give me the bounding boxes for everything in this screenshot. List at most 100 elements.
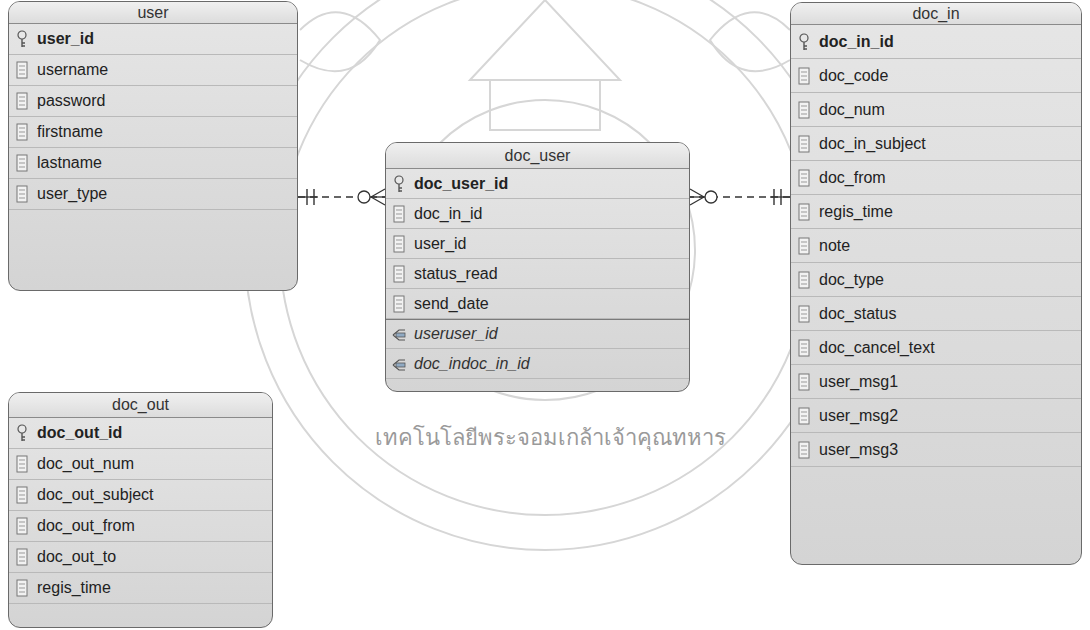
field-row: note bbox=[791, 229, 1081, 263]
field-icon bbox=[15, 92, 29, 110]
field-row: doc_in_id bbox=[791, 25, 1081, 59]
field-row: doc_status bbox=[791, 297, 1081, 331]
field-row: doc_type bbox=[791, 263, 1081, 297]
field-icon bbox=[15, 123, 29, 141]
field-name: doc_cancel_text bbox=[819, 339, 935, 357]
field-icon bbox=[797, 135, 811, 153]
field-row: doc_indoc_in_id bbox=[386, 349, 689, 379]
field-row: user_id bbox=[386, 229, 689, 259]
field-icon bbox=[15, 548, 29, 566]
field-name: doc_status bbox=[819, 305, 896, 323]
field-row: doc_out_subject bbox=[9, 480, 272, 511]
field-icon bbox=[797, 271, 811, 289]
field-name: doc_code bbox=[819, 67, 888, 85]
field-name: doc_in_id bbox=[414, 205, 483, 223]
field-icon bbox=[15, 486, 29, 504]
table-header: doc_user bbox=[386, 143, 689, 169]
field-icon bbox=[797, 373, 811, 391]
field-icon bbox=[797, 339, 811, 357]
field-row: doc_out_from bbox=[9, 511, 272, 542]
field-icon bbox=[797, 237, 811, 255]
field-row: lastname bbox=[9, 148, 297, 179]
field-icon bbox=[15, 579, 29, 597]
primary-key: doc_out_id bbox=[37, 424, 122, 442]
key-icon bbox=[15, 30, 29, 48]
table-name: user bbox=[137, 4, 168, 22]
field-row: regis_time bbox=[791, 195, 1081, 229]
relationship-line bbox=[298, 189, 385, 205]
field-name: user_msg1 bbox=[819, 373, 898, 391]
key-icon bbox=[392, 175, 406, 193]
field-icon bbox=[797, 407, 811, 425]
field-icon bbox=[797, 169, 811, 187]
field-row: doc_num bbox=[791, 93, 1081, 127]
table-header: doc_out bbox=[9, 393, 272, 418]
table-name: doc_out bbox=[112, 396, 169, 414]
field-icon bbox=[797, 101, 811, 119]
field-icon bbox=[392, 295, 406, 313]
field-icon bbox=[15, 185, 29, 203]
table-header: doc_in bbox=[791, 3, 1081, 25]
field-row: user_id bbox=[9, 24, 297, 55]
field-row: doc_in_subject bbox=[791, 127, 1081, 161]
fk-icon bbox=[392, 355, 406, 373]
field-icon bbox=[797, 305, 811, 323]
field-row: doc_user_id bbox=[386, 169, 689, 199]
field-name: regis_time bbox=[37, 579, 111, 597]
entity-table: doc_in doc_in_id doc_code doc_num doc_in_sub… bbox=[790, 2, 1082, 565]
field-icon bbox=[15, 154, 29, 172]
primary-key: user_id bbox=[37, 30, 94, 48]
field-name: password bbox=[37, 92, 105, 110]
field-name: regis_time bbox=[819, 203, 893, 221]
field-icon bbox=[392, 205, 406, 223]
field-name: note bbox=[819, 237, 850, 255]
field-row: user_msg1 bbox=[791, 365, 1081, 399]
table-name: doc_user bbox=[505, 147, 571, 165]
field-name: send_date bbox=[414, 295, 489, 313]
field-name: status_read bbox=[414, 265, 498, 283]
field-icon bbox=[797, 203, 811, 221]
field-row: status_read bbox=[386, 259, 689, 289]
field-name: user_msg2 bbox=[819, 407, 898, 425]
field-name: doc_out_subject bbox=[37, 486, 154, 504]
field-row: doc_code bbox=[791, 59, 1081, 93]
field-name: lastname bbox=[37, 154, 102, 172]
field-name: doc_out_from bbox=[37, 517, 135, 535]
field-row: user_type bbox=[9, 179, 297, 210]
field-row: doc_cancel_text bbox=[791, 331, 1081, 365]
field-row: user_msg2 bbox=[791, 399, 1081, 433]
table-name: doc_in bbox=[912, 5, 959, 23]
field-icon bbox=[15, 517, 29, 535]
field-row: doc_out_num bbox=[9, 449, 272, 480]
field-icon bbox=[392, 265, 406, 283]
primary-key: doc_in_id bbox=[819, 33, 894, 51]
field-row: useruser_id bbox=[386, 319, 689, 349]
field-icon bbox=[797, 441, 811, 459]
entity-table: doc_out doc_out_id doc_out_num doc_out_subj… bbox=[8, 392, 273, 628]
entity-table: doc_user doc_user_id doc_in_id user_idstatu… bbox=[385, 142, 690, 392]
relationship-line bbox=[690, 189, 790, 205]
field-row: doc_out_to bbox=[9, 542, 272, 573]
field-row: doc_out_id bbox=[9, 418, 272, 449]
watermark-text: เทคโนโลยีพระจอมเกล้าเจ้าคุณทหาร bbox=[330, 420, 770, 455]
field-name: doc_in_subject bbox=[819, 135, 926, 153]
field-name: user_type bbox=[37, 185, 107, 203]
key-icon bbox=[15, 424, 29, 442]
field-name: user_msg3 bbox=[819, 441, 898, 459]
entity-table: useruser_idusernamepasswordfirstnamelast… bbox=[8, 1, 298, 291]
field-row: user_msg3 bbox=[791, 433, 1081, 467]
foreign-key: doc_indoc_in_id bbox=[414, 355, 530, 373]
field-icon bbox=[797, 67, 811, 85]
table-header: user bbox=[9, 2, 297, 24]
field-row: firstname bbox=[9, 117, 297, 148]
field-row: password bbox=[9, 86, 297, 117]
field-name: doc_type bbox=[819, 271, 884, 289]
field-row: doc_from bbox=[791, 161, 1081, 195]
field-name: doc_num bbox=[819, 101, 885, 119]
field-icon bbox=[392, 235, 406, 253]
foreign-key: useruser_id bbox=[414, 325, 498, 343]
field-name: doc_from bbox=[819, 169, 886, 187]
field-icon bbox=[15, 61, 29, 79]
fk-icon bbox=[392, 325, 406, 343]
field-name: doc_out_to bbox=[37, 548, 116, 566]
